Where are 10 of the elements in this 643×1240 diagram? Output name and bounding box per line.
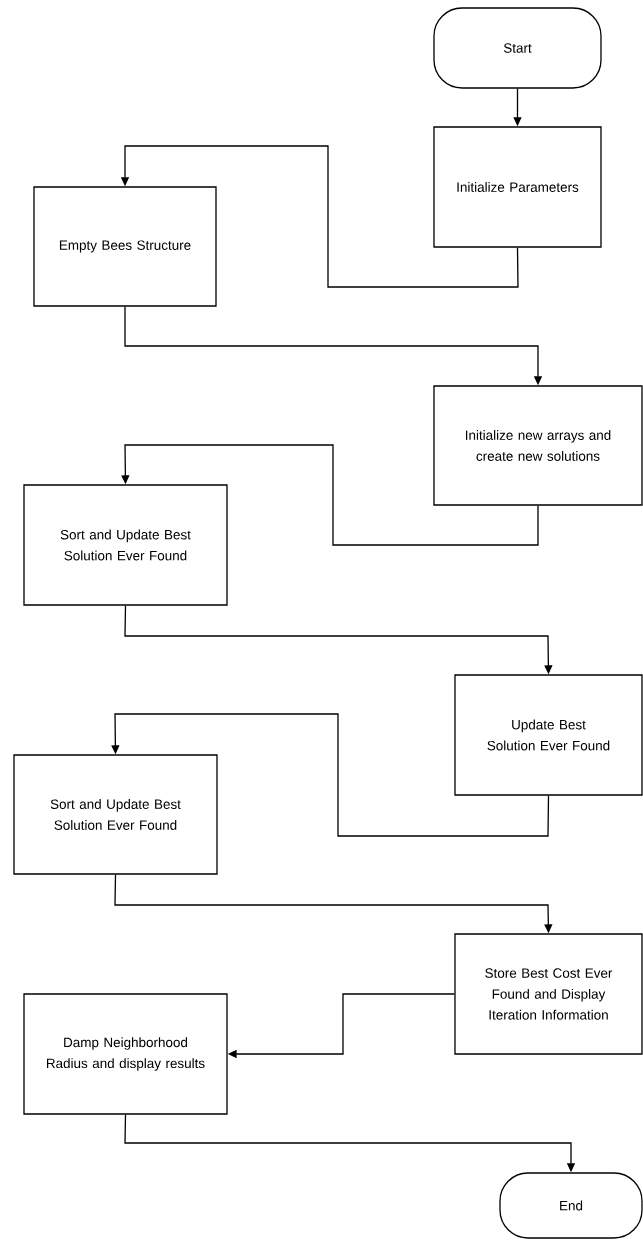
arrow [111,713,550,837]
process-box: Initialize new arrays and create new solutions [433,385,643,506]
process-box: Initialize Parameters [433,126,602,248]
process-box: Empty Bees Structure [33,186,217,307]
process-box: Update Best Solution Ever Found [454,674,643,796]
process-box: Sort and Update Best Solution Ever Found [13,754,218,875]
arrow [121,444,539,546]
process-box: Store Best Cost Ever Found and Display Iteration Information [454,933,643,1055]
process-box: Damp Neighborhood Radius and display results [23,993,228,1115]
process-box: Sort and Update Best Solution Ever Found [23,484,228,606]
